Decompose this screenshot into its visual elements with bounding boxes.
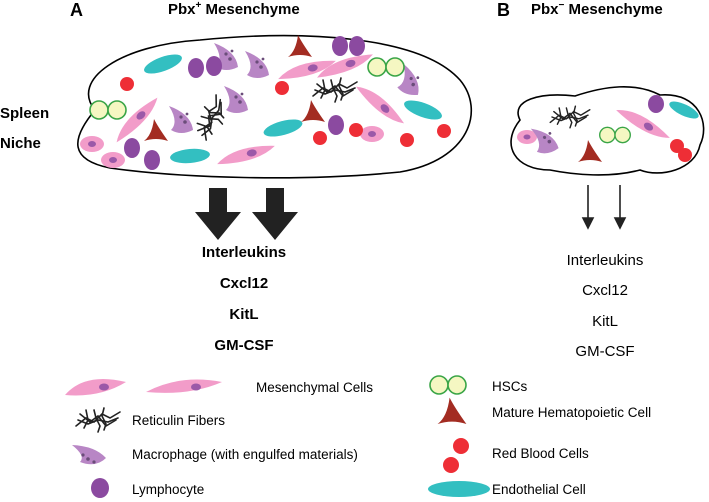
legend-mature-label: Mature Hematopoietic Cell [492,405,652,420]
legend-reticulin-icon [75,407,121,433]
legend-rbc-label: Red Blood Cells [492,446,589,461]
legend-icons [65,375,490,498]
legend-mesenchymal-label: Mesenchymal Cells [256,380,374,395]
panel-a-niche [77,34,473,179]
panel-a-title: Pbx+ Mesenchyme [168,0,300,18]
panel-a-factor-gmcsf: GM-CSF [214,337,274,354]
legend-endothelial-icon [428,481,490,497]
panel-b-arrows [581,185,627,230]
legend-reticulin-label: Reticulin Fibers [132,413,226,428]
legend-macrophage-label: Macrophage (with engulfed materials) [132,447,358,462]
panel-b-factor-gmcsf: GM-CSF [575,343,635,360]
side-label-spleen: Spleen [0,105,50,122]
panel-b-letter: B [497,0,510,20]
legend-rbc-icon [443,438,469,473]
panel-a-factor-interleukins: Interleukins [201,244,287,261]
legend-macrophage-icon [72,445,106,465]
panel-a-letter: A [70,0,83,20]
side-label-niche: Niche [0,135,41,152]
panel-a-factor-cxcl12: Cxcl12 [219,275,269,292]
legend-hsc-icon [429,375,467,395]
panel-b-factor-interleukins: Interleukins [566,252,644,269]
legend-lymphocyte-label: Lymphocyte [132,482,205,497]
panel-b-factor-kitl: KitL [592,313,618,330]
panel-b-title: Pbx− Mesenchyme [531,0,663,18]
legend-mesenchymal-icon [65,378,222,396]
panel-a-arrows [195,188,298,240]
legend-lymphocyte-icon [91,478,109,498]
legend-endothelial-label: Endothelial Cell [492,482,586,497]
panel-b-niche [510,86,705,176]
legend-mature-icon [437,397,467,424]
panel-b-factor-cxcl12: Cxcl12 [582,282,628,299]
legend-hscs-label: HSCs [492,379,528,394]
panel-a-factor-kitl: KitL [229,306,259,323]
